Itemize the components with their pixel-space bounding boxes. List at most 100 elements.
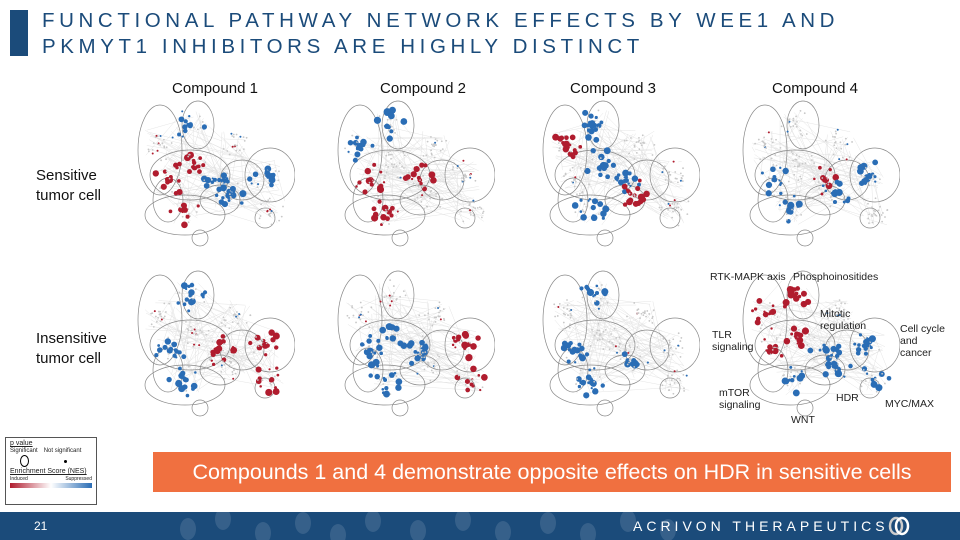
network-node: [169, 345, 172, 347]
network-node: [358, 146, 364, 152]
network-node: [832, 189, 836, 194]
network-edge: [237, 342, 257, 375]
network-edge: [788, 302, 885, 336]
label-hdr: HDR: [836, 392, 859, 404]
network-node: [829, 205, 832, 208]
network-node: [396, 210, 399, 213]
network-node: [817, 181, 820, 183]
network-node: [433, 145, 436, 148]
label-line: signaling: [719, 399, 761, 411]
network-node: [381, 204, 389, 212]
title-line-1: FUNCTIONAL PATHWAY NETWORK EFFECTS BY WE…: [42, 9, 840, 32]
network-node: [377, 185, 383, 191]
pathway-cluster-outline: [659, 207, 681, 229]
network-edge: [155, 191, 261, 225]
network-node: [396, 333, 399, 336]
network-node: [424, 314, 426, 317]
network-node: [633, 368, 636, 371]
network-node: [381, 306, 383, 309]
network-edge: [405, 320, 463, 382]
network-node: [414, 355, 421, 362]
network-node: [612, 179, 615, 182]
network-edge: [370, 308, 433, 354]
network-node: [827, 340, 830, 343]
network-node: [263, 343, 266, 346]
network-node: [422, 174, 425, 177]
label-phosphoinositides: Phosphoinositides: [793, 271, 879, 283]
network-node: [358, 313, 361, 316]
network-node: [395, 384, 402, 391]
network-node: [781, 377, 789, 385]
network-node: [599, 289, 601, 291]
network-node: [793, 173, 796, 176]
network-node: [619, 358, 622, 361]
network-node: [687, 200, 690, 203]
network-node: [562, 306, 565, 309]
network-node: [795, 214, 798, 217]
network-edge: [204, 122, 271, 184]
network-node: [572, 148, 577, 153]
network-node: [879, 205, 881, 208]
network-node: [651, 154, 654, 156]
network-node: [359, 326, 362, 329]
network-node: [873, 175, 877, 179]
network-node: [652, 309, 655, 312]
network-node: [680, 208, 683, 211]
network-edge: [396, 139, 462, 196]
network-node: [395, 375, 398, 378]
network-node: [563, 175, 565, 177]
network-node: [474, 207, 477, 210]
network-node: [831, 198, 833, 201]
network-node: [559, 135, 565, 141]
network-edge: [222, 183, 265, 214]
network-node: [792, 389, 800, 397]
pathway-network-4: [742, 100, 900, 247]
network-node: [597, 322, 600, 325]
network-edge: [839, 326, 846, 337]
pathway-cluster-outline: [542, 274, 588, 366]
network-node: [418, 347, 421, 349]
network-node: [813, 177, 816, 181]
network-node: [165, 179, 170, 185]
network-node: [661, 384, 664, 387]
network-node: [187, 213, 190, 215]
network-node: [481, 212, 484, 215]
network-node: [643, 190, 650, 198]
network-node: [631, 357, 637, 364]
network-edge: [569, 142, 607, 168]
network-node: [674, 171, 677, 173]
network-node: [786, 285, 794, 293]
network-node: [672, 338, 675, 341]
network-node: [834, 179, 840, 185]
network-node: [253, 351, 255, 354]
network-edge: [674, 185, 683, 188]
network-edge: [779, 117, 791, 181]
network-node: [160, 315, 163, 318]
network-node: [220, 364, 223, 367]
network-node: [182, 384, 188, 390]
network-node: [185, 389, 188, 392]
network-node: [834, 130, 837, 133]
network-edge: [428, 161, 456, 166]
network-node: [676, 202, 679, 205]
network-node: [833, 311, 836, 314]
network-edge: [422, 198, 471, 220]
network-node: [416, 175, 421, 180]
network-node: [271, 172, 276, 178]
network-node: [198, 115, 201, 118]
network-edge: [595, 195, 625, 216]
network-node: [436, 354, 439, 356]
network-node: [629, 346, 632, 349]
network-node: [427, 363, 430, 365]
network-node: [235, 315, 238, 318]
network-node: [434, 320, 437, 323]
network-node: [638, 136, 640, 139]
network-edge: [806, 121, 837, 182]
network-edge: [800, 164, 813, 170]
network-node: [177, 350, 182, 355]
network-node: [199, 329, 202, 332]
pathway-cluster-outline: [199, 354, 241, 386]
network-node: [438, 311, 440, 314]
network-node: [574, 180, 577, 183]
network-node: [211, 177, 214, 180]
